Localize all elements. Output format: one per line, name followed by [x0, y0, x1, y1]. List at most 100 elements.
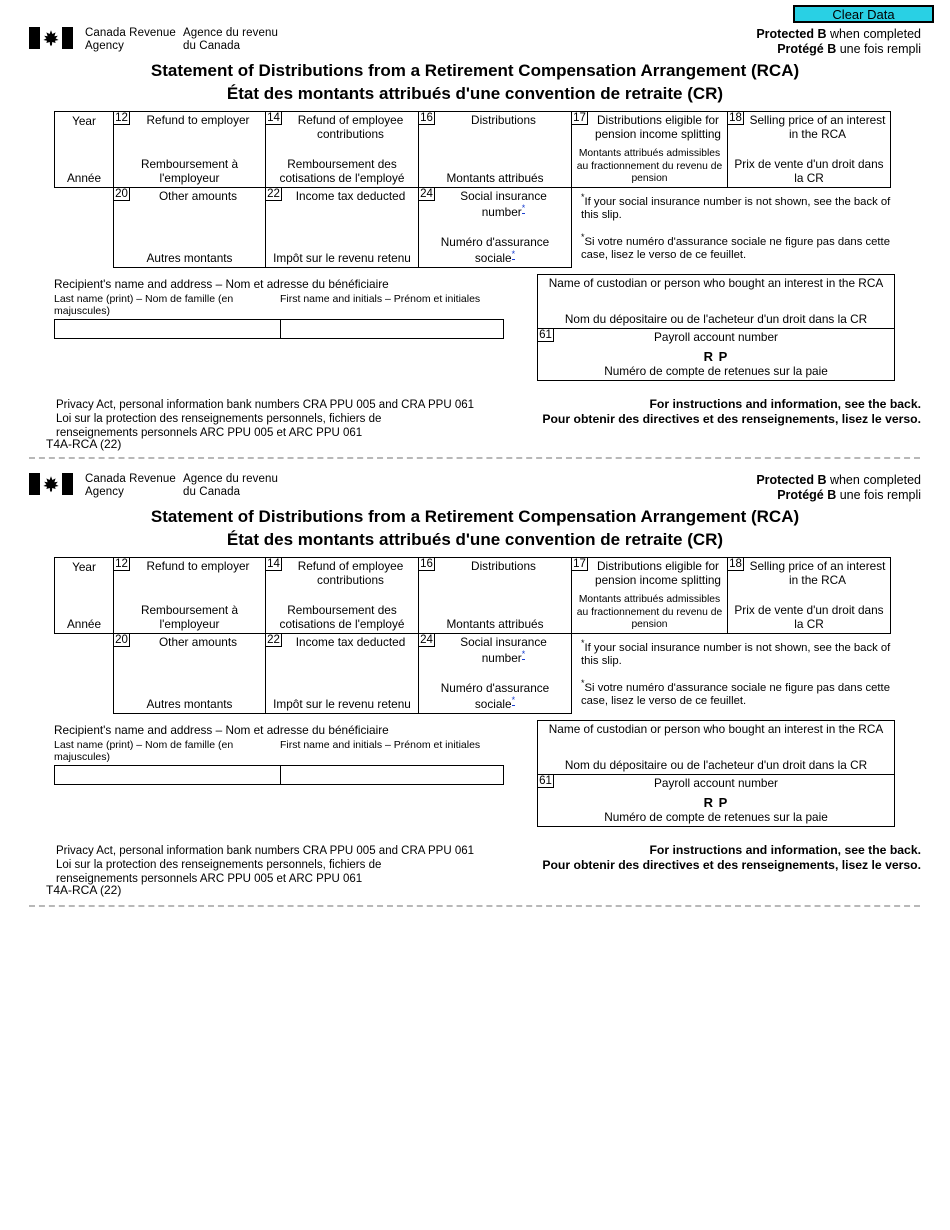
- recipient-block: Recipient's name and address – Nom et ad…: [54, 277, 504, 339]
- payroll-account-cell[interactable]: 61 Payroll account number R P Numéro de …: [537, 328, 894, 380]
- box-22-number: 22: [265, 187, 282, 201]
- box-24-label-en-wrap: Social insurance number*: [419, 189, 571, 219]
- grid-spacer: [54, 187, 114, 268]
- sin-note-asterisk-en: *: [581, 192, 585, 202]
- payroll-account-cell[interactable]: 61 Payroll account number R P Numéro de …: [537, 774, 894, 826]
- protected-b-en-rest: when completed: [826, 473, 921, 487]
- box-12-number: 12: [113, 557, 130, 571]
- agency-name-en-line1: Canada Revenue: [85, 27, 176, 39]
- box-20-cell[interactable]: 20 Other amounts Autres montants: [113, 633, 266, 714]
- box-17-number: 17: [571, 111, 588, 125]
- box-61-number: 61: [537, 774, 554, 788]
- agency-name-en-line2: Agency: [85, 39, 124, 52]
- box-14-cell[interactable]: 14 Refund of employee contributions Remb…: [265, 557, 419, 634]
- box-18-cell[interactable]: 18 Selling price of an interest in the R…: [727, 111, 891, 188]
- payroll-rp-label: R P: [703, 349, 729, 364]
- box-22-cell[interactable]: 22 Income tax deducted Impôt sur le reve…: [265, 187, 419, 268]
- box-12-cell[interactable]: 12 Refund to employer Remboursement à l'…: [113, 557, 266, 634]
- box-14-cell[interactable]: 14 Refund of employee contributions Remb…: [265, 111, 419, 188]
- year-cell[interactable]: Year Année: [54, 111, 114, 188]
- box-22-label-fr: Impôt sur le revenu retenu: [273, 696, 411, 711]
- box-20-cell[interactable]: 20 Other amounts Autres montants: [113, 187, 266, 268]
- box-18-cell[interactable]: 18 Selling price of an interest in the R…: [727, 557, 891, 634]
- box-12-label-en: Refund to employer: [146, 113, 250, 127]
- custodian-label-en: Name of custodian or person who bought a…: [548, 276, 884, 290]
- box-14-label-fr: Remboursement des cotisations de l'emplo…: [279, 603, 405, 631]
- first-name-field-wrap: [281, 320, 503, 338]
- box-17-cell[interactable]: 17 Distributions eligible for pension in…: [571, 557, 728, 634]
- box-20-number: 20: [113, 633, 130, 647]
- privacy-line-3: renseignements personnels ARC PPU 005 et…: [56, 873, 363, 885]
- box-16-cell[interactable]: 16 Distributions Montants attribués: [418, 111, 572, 188]
- year-label-en: Year: [72, 114, 96, 128]
- amounts-grid: Year Année 12 Refund to employer Rembour…: [54, 557, 895, 714]
- box-14-label-en: Refund of employee contributions: [297, 559, 404, 587]
- sin-note-en-wrap: *If your social insurance number is not …: [581, 191, 892, 223]
- year-label-fr: Année: [66, 617, 102, 631]
- box-20-label-fr: Autres montants: [146, 250, 233, 265]
- box-18-label-fr: Prix de vente d'un droit dans la CR: [734, 603, 884, 631]
- cra-branding: Canada Revenue Agency Agence du revenu d…: [29, 27, 303, 52]
- amounts-grid: Year Année 12 Refund to employer Rembour…: [54, 111, 895, 268]
- last-name-field-wrap: [55, 320, 281, 338]
- box-12-label-fr: Remboursement à l'employeur: [140, 157, 239, 185]
- box-22-label-en: Income tax deducted: [295, 189, 406, 203]
- custodian-name-cell[interactable]: Name of custodian or person who bought a…: [538, 721, 894, 775]
- box-20-number: 20: [113, 187, 130, 201]
- box-24-number: 24: [418, 187, 435, 201]
- protected-b-en-label: Protected B: [756, 473, 827, 487]
- sin-asterisk-en: *: [521, 202, 526, 214]
- first-name-label: First name and initials – Prénom et init…: [280, 739, 481, 751]
- sin-note-en: If your social insurance number is not s…: [581, 195, 891, 222]
- year-label-en: Year: [72, 560, 96, 574]
- sin-note-fr: Si votre numéro d'assurance sociale ne f…: [581, 235, 890, 262]
- sin-note-asterisk-en: *: [581, 638, 585, 648]
- first-name-field-wrap: [281, 766, 503, 784]
- payroll-label-fr: Numéro de compte de retenues sur la paie: [604, 809, 828, 824]
- box-17-number: 17: [571, 557, 588, 571]
- box-22-cell[interactable]: 22 Income tax deducted Impôt sur le reve…: [265, 633, 419, 714]
- box-18-number: 18: [727, 557, 744, 571]
- last-name-input[interactable]: [55, 766, 280, 784]
- box-16-number: 16: [418, 111, 435, 125]
- box-22-number: 22: [265, 633, 282, 647]
- agency-name-fr-line1: Agence du revenu: [183, 473, 278, 485]
- box-17-cell[interactable]: 17 Distributions eligible for pension in…: [571, 111, 728, 188]
- protected-b-en-rest: when completed: [826, 27, 921, 41]
- box-24-cell[interactable]: 24 Social insurance number* Numéro d'ass…: [418, 187, 572, 268]
- grid-spacer: [54, 633, 114, 714]
- sin-note-asterisk-fr: *: [581, 677, 585, 688]
- privacy-line-2: Loi sur la protection des renseignements…: [56, 859, 382, 871]
- first-name-input[interactable]: [281, 766, 503, 784]
- sin-asterisk-fr: *: [511, 248, 516, 260]
- instructions-notice: For instructions and information, see th…: [542, 397, 921, 427]
- protected-b-notice: Protected B when completed Protégé B une…: [756, 473, 921, 503]
- box-16-label-en: Distributions: [471, 113, 536, 127]
- sin-note-asterisk-fr: *: [581, 231, 585, 242]
- box-18-label-fr: Prix de vente d'un droit dans la CR: [734, 157, 884, 185]
- last-name-input[interactable]: [55, 320, 280, 338]
- instructions-notice: For instructions and information, see th…: [542, 843, 921, 873]
- box-12-cell[interactable]: 12 Refund to employer Remboursement à l'…: [113, 111, 266, 188]
- box-24-label-fr-wrap: Numéro d'assurance sociale*: [419, 235, 571, 265]
- clear-data-button[interactable]: Clear Data: [793, 5, 934, 23]
- custodian-name-cell[interactable]: Name of custodian or person who bought a…: [538, 275, 894, 329]
- agency-name-en-line2: Agency: [85, 485, 124, 498]
- protected-b-fr-label: Protégé B: [777, 488, 837, 502]
- recipient-title: Recipient's name and address – Nom et ad…: [54, 277, 389, 291]
- privacy-line-1: Privacy Act, personal information bank n…: [56, 845, 475, 857]
- privacy-line-2: Loi sur la protection des renseignements…: [56, 413, 382, 425]
- first-name-input[interactable]: [281, 320, 503, 338]
- last-name-label: Last name (print) – Nom de famille (en m…: [54, 293, 234, 317]
- box-16-cell[interactable]: 16 Distributions Montants attribués: [418, 557, 572, 634]
- payroll-label-en: Payroll account number: [654, 330, 778, 344]
- instructions-fr: Pour obtenir des directives et des rense…: [542, 412, 921, 426]
- payroll-label-en: Payroll account number: [654, 776, 778, 790]
- sin-asterisk-en: *: [521, 648, 526, 660]
- box-24-cell[interactable]: 24 Social insurance number* Numéro d'ass…: [418, 633, 572, 714]
- protected-b-fr-rest: une fois rempli: [836, 42, 921, 56]
- amounts-grid-row-2: 20 Other amounts Autres montants 22 Inco…: [54, 187, 895, 268]
- privacy-notice: Privacy Act, personal information bank n…: [56, 844, 474, 886]
- year-cell[interactable]: Year Année: [54, 557, 114, 634]
- amounts-grid-row-1: Year Année 12 Refund to employer Rembour…: [54, 111, 895, 188]
